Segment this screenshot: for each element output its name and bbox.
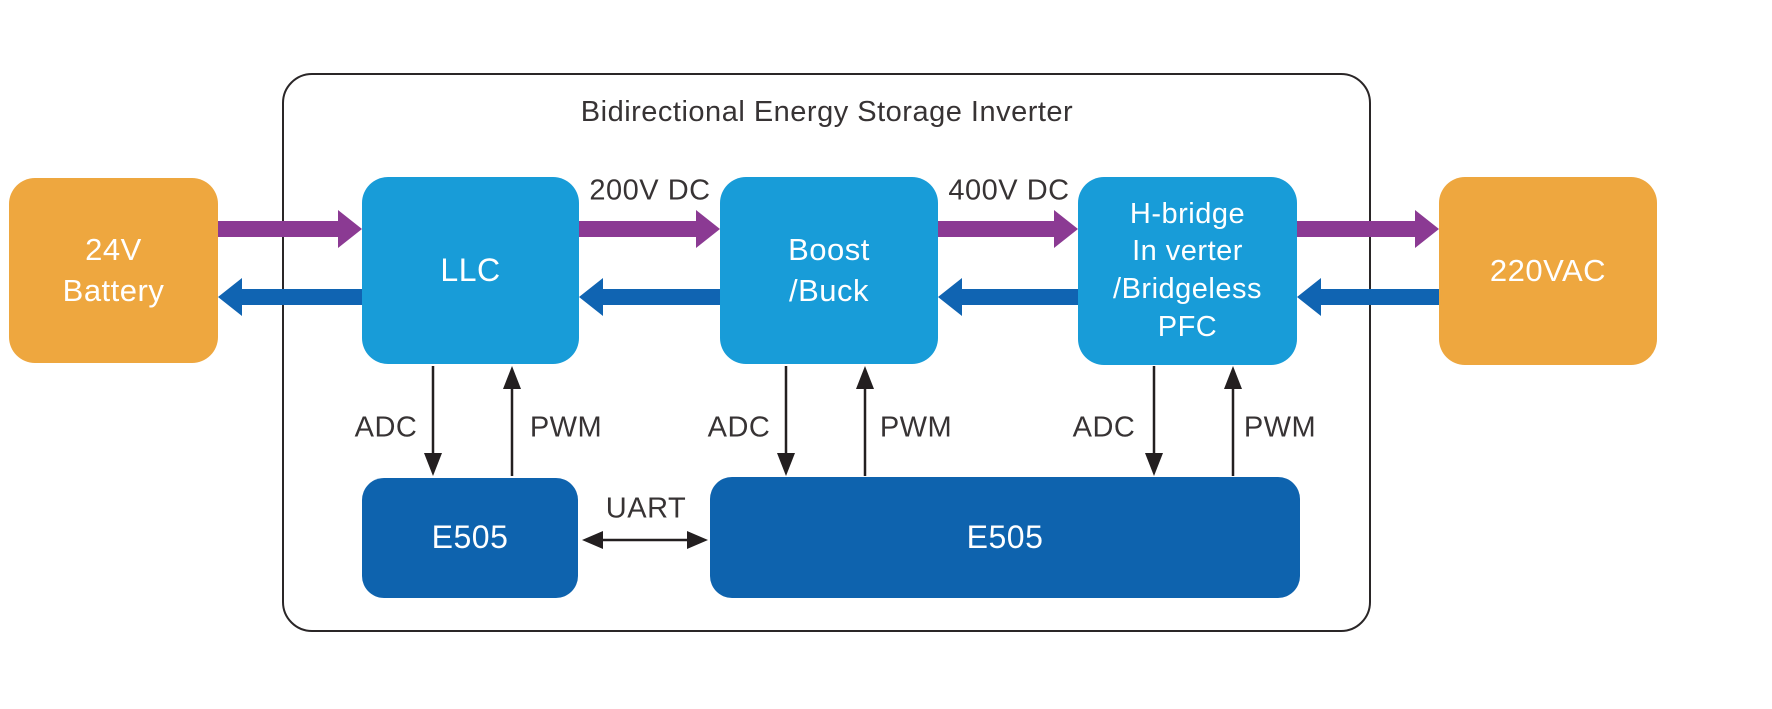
adc-label-llc: ADC	[354, 411, 418, 444]
controller-right-node: E505	[710, 477, 1300, 598]
power-forward-arrow-boost-to-hbridge	[938, 210, 1078, 248]
adc-label-hbridge: ADC	[1072, 411, 1136, 444]
pwm-arrow-hbridge	[1224, 366, 1242, 476]
pwm-label-boost: PWM	[879, 411, 953, 444]
llc-converter-label: LLC	[440, 251, 501, 288]
adc-label-boost: ADC	[707, 411, 771, 444]
boost-buck-converter-node: Boost /Buck	[720, 177, 938, 364]
adc-arrow-hbridge	[1145, 366, 1163, 476]
power-forward-arrow-hbridge-to-grid	[1297, 210, 1439, 248]
pwm-label-llc: PWM	[529, 411, 603, 444]
inverter-boundary-box	[282, 73, 1371, 632]
diagram-title: Bidirectional Energy Storage Inverter	[580, 96, 1074, 128]
pwm-label-hbridge: PWM	[1243, 411, 1317, 444]
controller-left-node: E505	[362, 478, 578, 598]
h-bridge-pfc-node: H-bridge In verter /Bridgeless PFC	[1078, 177, 1297, 365]
uart-arrow	[582, 531, 708, 549]
ac-grid-node: 220VAC	[1439, 177, 1657, 365]
bus-voltage-label-400v: 400V DC	[948, 174, 1070, 207]
battery-node: 24V Battery	[9, 178, 218, 363]
pwm-arrow-llc	[503, 366, 521, 476]
controller-right-label: E505	[966, 518, 1044, 555]
boost-buck-converter-label: Boost /Buck	[788, 232, 870, 308]
power-forward-arrow-llc-to-boost	[579, 210, 720, 248]
adc-arrow-boost	[777, 366, 795, 476]
h-bridge-pfc-label: H-bridge In verter /Bridgeless PFC	[1113, 197, 1262, 343]
battery-node-label: 24V Battery	[62, 232, 165, 308]
power-reverse-arrow-llc-to-battery	[218, 278, 362, 316]
ac-grid-label: 220VAC	[1489, 252, 1607, 288]
power-reverse-arrow-grid-to-hbridge	[1297, 278, 1439, 316]
power-forward-arrow-battery-to-llc	[218, 210, 362, 248]
uart-label: UART	[605, 492, 687, 525]
pwm-arrow-boost	[856, 366, 874, 476]
power-reverse-arrow-boost-to-llc	[579, 278, 720, 316]
llc-converter-node: LLC	[362, 177, 579, 364]
bus-voltage-label-200v: 200V DC	[589, 174, 711, 207]
power-reverse-arrow-hbridge-to-boost	[938, 278, 1078, 316]
adc-arrow-llc	[424, 366, 442, 476]
controller-left-label: E505	[431, 519, 509, 556]
